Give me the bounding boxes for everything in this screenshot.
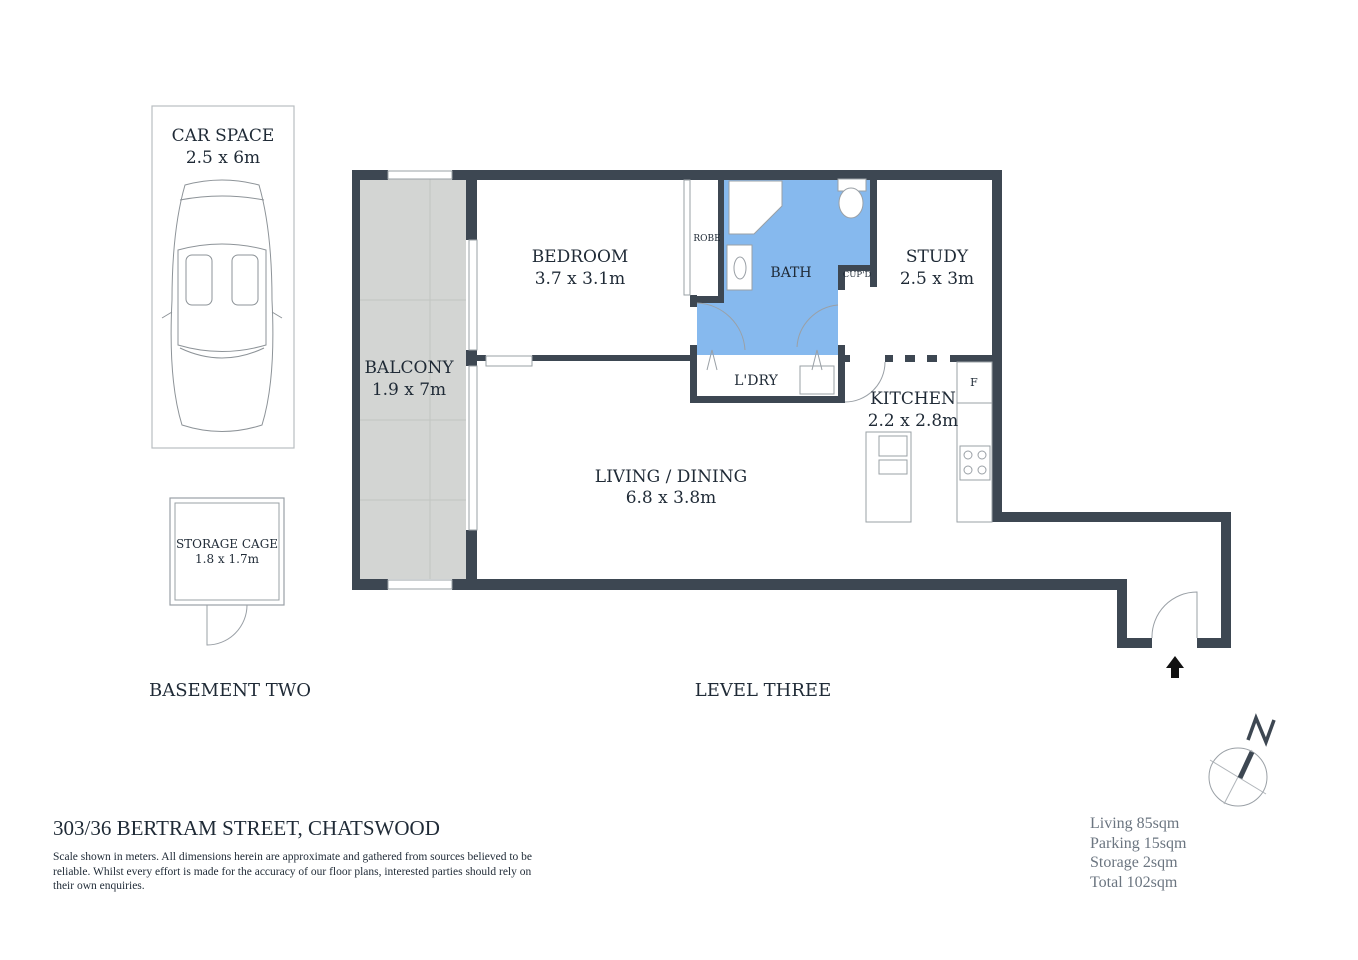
- living-label: LIVING / DINING: [595, 467, 747, 487]
- bath-label: BATH: [770, 265, 811, 281]
- car-space: CAR SPACE 2.5 x 6m: [151, 105, 295, 449]
- balcony-area: [358, 179, 466, 579]
- fixtures: [683, 178, 993, 523]
- kitchen-label: KITCHEN: [870, 389, 956, 409]
- balcony-size: 1.9 x 7m: [372, 380, 446, 400]
- area-storage: Storage 2sqm: [1090, 854, 1178, 871]
- living-size: 6.8 x 3.8m: [626, 488, 717, 508]
- walls: [352, 170, 1231, 648]
- bedroom-size: 3.7 x 3.1m: [535, 269, 626, 289]
- storage-cage: STORAGE CAGE 1.8 x 1.7m: [169, 497, 285, 646]
- north-compass-icon: [1208, 713, 1276, 807]
- area-summary: Living 85sqm Parking 15sqm Storage 2sqm …: [1090, 814, 1186, 892]
- balcony-label: BALCONY: [364, 358, 454, 378]
- study-label: STUDY: [906, 247, 969, 267]
- arrow-up-icon: [1166, 656, 1184, 678]
- area-living: Living 85sqm: [1090, 815, 1180, 832]
- laundry-label: L'DRY: [734, 373, 778, 389]
- fridge-label: F: [970, 376, 978, 389]
- basement-title: BASEMENT TWO: [149, 680, 311, 701]
- storage-size: 1.8 x 1.7m: [195, 552, 260, 566]
- cupd-label: CUP'D: [843, 270, 872, 280]
- car-icon: [161, 179, 283, 432]
- car-space-size: 2.5 x 6m: [186, 148, 260, 168]
- kitchen-size: 2.2 x 2.8m: [868, 411, 959, 431]
- study-size: 2.5 x 3m: [900, 269, 974, 289]
- level-title: LEVEL THREE: [695, 680, 831, 701]
- bedroom-label: BEDROOM: [532, 247, 629, 267]
- area-parking: Parking 15sqm: [1090, 834, 1187, 852]
- car-space-label: CAR SPACE: [172, 126, 275, 146]
- robe-label: ROBE: [693, 234, 720, 244]
- disclaimer: Scale shown in meters. All dimensions he…: [53, 851, 533, 892]
- door-swings: [696, 302, 1198, 639]
- area-total: Total 102sqm: [1090, 873, 1178, 891]
- storage-label: STORAGE CAGE: [176, 537, 278, 551]
- property-address: 303/36 BERTRAM STREET, CHATSWOOD: [53, 816, 440, 840]
- windows: [387, 170, 533, 590]
